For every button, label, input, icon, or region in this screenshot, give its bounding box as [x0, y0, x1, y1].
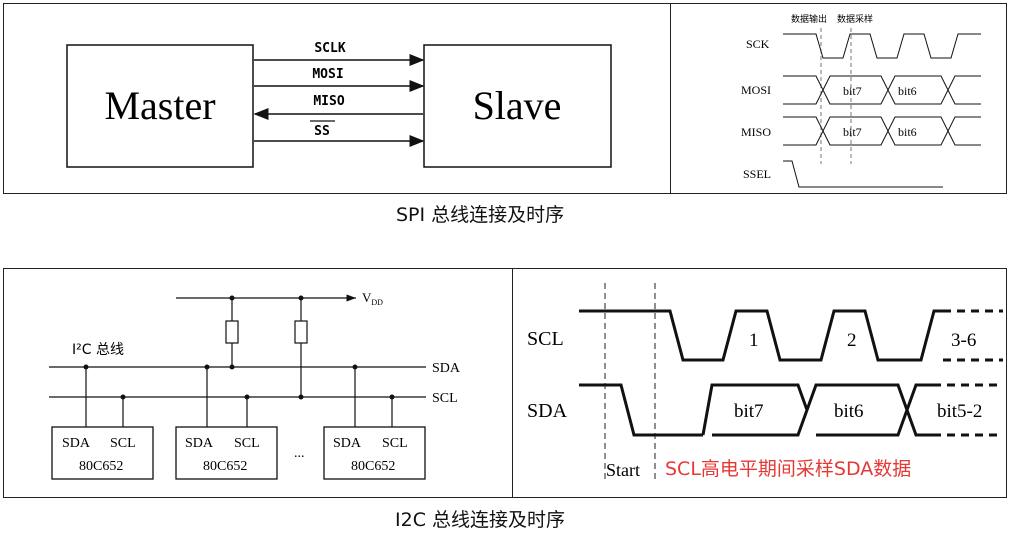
scl-bus-label: SCL — [432, 391, 458, 406]
vdd-label: VDD — [362, 290, 383, 307]
chip2-scl: SCL — [234, 436, 260, 451]
chips-ellipsis: ... — [294, 446, 305, 461]
sclk-label: SCLK — [314, 41, 345, 56]
i2c-bus-label: I²C 总线 — [72, 342, 124, 358]
pullup-resistor-sda — [225, 320, 239, 344]
spi-connection-diagram: Master Slave SCLK MOSI MISO SS — [66, 41, 612, 168]
master-box — [66, 44, 254, 168]
scl-waveform — [579, 309, 943, 362]
pullup-resistor-scl — [294, 320, 308, 344]
chip-box-2 — [175, 426, 278, 480]
ssel-waveform — [783, 160, 943, 188]
sda-bit-cells — [701, 383, 933, 437]
i2c-sda-label: SDA — [527, 400, 568, 422]
miso-bit6: bit6 — [898, 125, 917, 139]
annot-data-sample: 数据采样 — [837, 13, 873, 25]
sampling-note: SCL高电平期间采样SDA数据 — [665, 458, 911, 480]
slave-box — [423, 44, 612, 168]
spi-caption: SPI 总线连接及时序 — [396, 204, 565, 226]
ssel-label: SSEL — [743, 167, 771, 181]
mosi-label: MOSI — [312, 67, 343, 82]
master-label: Master — [104, 83, 215, 128]
spi-timing-diagram: 数据输出 数据采样 SCK MOSI bit7 bit6 MISO bit7 b… — [741, 13, 981, 188]
vdd-node-1 — [229, 295, 235, 301]
sda-bit5-2: bit5-2 — [937, 401, 982, 422]
sck-waveform — [783, 33, 981, 59]
miso-label: MISO — [313, 94, 344, 109]
vdd-node-2 — [298, 295, 304, 301]
mosi-bit7: bit7 — [843, 84, 862, 98]
chip3-scl: SCL — [382, 436, 408, 451]
chip1-scl: SCL — [110, 436, 136, 451]
scl-pulse-3-6: 3-6 — [951, 330, 976, 351]
spi-timing-panel: 数据输出 数据采样 SCK MOSI bit7 bit6 MISO bit7 b… — [670, 3, 1007, 194]
scl-pulse-2: 2 — [847, 330, 857, 351]
chip1-name: 80C652 — [79, 459, 123, 474]
sck-label: SCK — [746, 37, 770, 51]
chip3-name: 80C652 — [351, 459, 395, 474]
i2c-scl-label: SCL — [527, 328, 564, 350]
mosi-waveform — [783, 75, 981, 105]
bus-node — [229, 364, 235, 370]
miso-timing-label: MISO — [741, 125, 771, 139]
sda-bit6: bit6 — [834, 401, 864, 422]
mosi-bit6: bit6 — [898, 84, 917, 98]
annot-data-out: 数据输出 — [791, 13, 827, 25]
i2c-timing-diagram: SCL SDA 1 2 3-6 bit7 bit6 bit5-2 Start S… — [527, 283, 1003, 481]
mosi-timing-label: MOSI — [741, 83, 771, 97]
sda-start-edge — [579, 383, 703, 437]
i2c-caption: I2C 总线连接及时序 — [395, 509, 565, 531]
chip-box-3 — [323, 426, 426, 480]
i2c-timing-panel: SCL SDA 1 2 3-6 bit7 bit6 bit5-2 Start S… — [512, 268, 1007, 498]
spi-connection-panel: Master Slave SCLK MOSI MISO SS — [3, 3, 671, 194]
bus-node — [298, 394, 304, 400]
chip2-sda: SDA — [185, 436, 214, 451]
chip-box-1 — [51, 426, 154, 480]
i2c-connection-panel: VDD I²C 总线 SDA SCL SDA — [3, 268, 513, 498]
chip2-name: 80C652 — [203, 459, 247, 474]
scl-pulse-1: 1 — [749, 330, 759, 351]
miso-bit7: bit7 — [843, 125, 862, 139]
chip3-sda: SDA — [333, 436, 362, 451]
miso-waveform — [783, 116, 981, 146]
slave-label: Slave — [473, 83, 562, 128]
ss-label: SS — [314, 124, 330, 139]
sda-bit7: bit7 — [734, 401, 764, 422]
chip1-sda: SDA — [62, 436, 91, 451]
start-label: Start — [606, 460, 640, 480]
sda-bus-label: SDA — [432, 361, 461, 376]
i2c-connection-diagram: VDD I²C 总线 SDA SCL SDA — [49, 290, 461, 480]
